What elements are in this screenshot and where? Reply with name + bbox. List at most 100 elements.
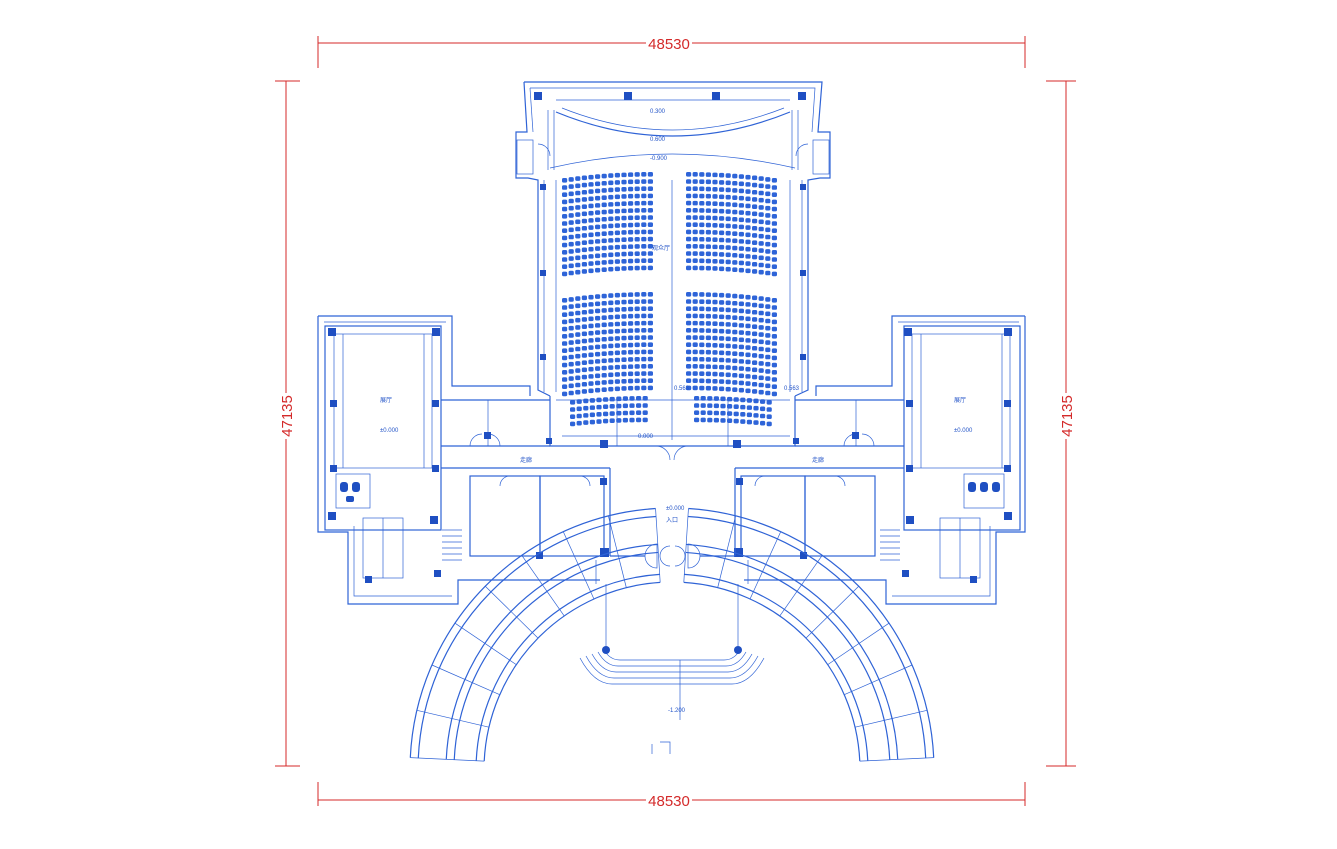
seat bbox=[719, 208, 725, 214]
seat bbox=[760, 399, 766, 404]
seat bbox=[608, 365, 614, 370]
seat bbox=[575, 368, 581, 373]
seat bbox=[745, 345, 751, 350]
seat bbox=[712, 179, 718, 185]
seat bbox=[575, 353, 581, 359]
seat bbox=[719, 321, 725, 327]
seat bbox=[614, 266, 620, 272]
seat bbox=[745, 359, 751, 365]
seat bbox=[601, 195, 607, 200]
seat bbox=[699, 208, 705, 213]
seat bbox=[699, 229, 705, 235]
seat bbox=[562, 192, 568, 197]
seat bbox=[719, 314, 725, 320]
seat bbox=[686, 335, 692, 340]
seat bbox=[719, 244, 725, 250]
seat bbox=[634, 320, 640, 326]
seat bbox=[628, 222, 634, 228]
seat bbox=[621, 328, 627, 334]
seat bbox=[765, 318, 771, 324]
seat bbox=[699, 371, 705, 376]
seat bbox=[699, 200, 705, 206]
seat bbox=[588, 374, 594, 379]
seat bbox=[641, 186, 647, 192]
label-left-big-room: 展厅 bbox=[380, 397, 392, 404]
seat bbox=[634, 215, 640, 220]
seat bbox=[758, 389, 764, 395]
seat bbox=[692, 349, 698, 355]
seat bbox=[595, 380, 601, 386]
seat bbox=[595, 239, 601, 244]
seat bbox=[766, 414, 772, 419]
seat bbox=[647, 335, 653, 340]
seat bbox=[562, 214, 568, 219]
seat bbox=[745, 254, 751, 259]
seat bbox=[628, 229, 634, 235]
seat bbox=[601, 260, 607, 265]
seat bbox=[614, 187, 620, 192]
level-aisle-left: 0.563 bbox=[674, 386, 690, 392]
seat bbox=[608, 223, 614, 229]
seat bbox=[758, 317, 764, 323]
seat bbox=[562, 199, 568, 205]
seat bbox=[621, 186, 627, 192]
seat bbox=[641, 244, 647, 249]
seat bbox=[609, 404, 615, 409]
seat bbox=[699, 342, 705, 348]
seat bbox=[614, 343, 620, 348]
seat bbox=[581, 317, 587, 322]
seat bbox=[621, 299, 627, 305]
seat bbox=[705, 251, 711, 257]
seat bbox=[628, 364, 634, 369]
seat bbox=[745, 338, 751, 343]
seat bbox=[568, 333, 574, 338]
seat bbox=[601, 315, 607, 320]
seat bbox=[647, 215, 653, 220]
seat bbox=[719, 237, 725, 243]
seat bbox=[765, 340, 771, 345]
seat bbox=[699, 193, 705, 199]
seat bbox=[771, 312, 777, 317]
seat bbox=[581, 381, 587, 387]
seat bbox=[753, 413, 759, 418]
seat bbox=[614, 180, 620, 185]
seat bbox=[581, 261, 587, 267]
seat bbox=[771, 178, 777, 183]
seat bbox=[699, 313, 705, 319]
seat bbox=[732, 209, 738, 215]
seat bbox=[719, 187, 725, 192]
seat bbox=[595, 174, 601, 179]
seat bbox=[732, 372, 738, 378]
seat bbox=[692, 306, 698, 312]
seat bbox=[589, 405, 595, 410]
seat bbox=[614, 201, 620, 207]
seat bbox=[588, 294, 594, 300]
seat bbox=[634, 349, 640, 355]
seat bbox=[614, 230, 620, 236]
seat bbox=[575, 375, 581, 381]
seat bbox=[634, 193, 640, 199]
seat bbox=[575, 325, 581, 330]
seat bbox=[732, 260, 738, 265]
dimension-lines bbox=[275, 36, 1076, 806]
seat bbox=[745, 309, 751, 314]
seat bbox=[771, 377, 777, 382]
seat bbox=[641, 200, 647, 206]
seat bbox=[719, 350, 725, 356]
seat bbox=[719, 252, 725, 257]
seat bbox=[576, 399, 582, 404]
seat bbox=[588, 323, 594, 329]
seat bbox=[562, 250, 568, 255]
seat bbox=[603, 397, 609, 402]
seat bbox=[575, 190, 581, 196]
seat bbox=[614, 328, 620, 334]
seat bbox=[601, 231, 607, 236]
seat bbox=[608, 238, 614, 243]
seat bbox=[622, 396, 628, 401]
seat bbox=[705, 321, 711, 326]
seat bbox=[595, 387, 601, 393]
seat bbox=[621, 314, 627, 319]
seat bbox=[614, 244, 620, 250]
seat bbox=[575, 389, 581, 395]
seat bbox=[608, 322, 614, 327]
